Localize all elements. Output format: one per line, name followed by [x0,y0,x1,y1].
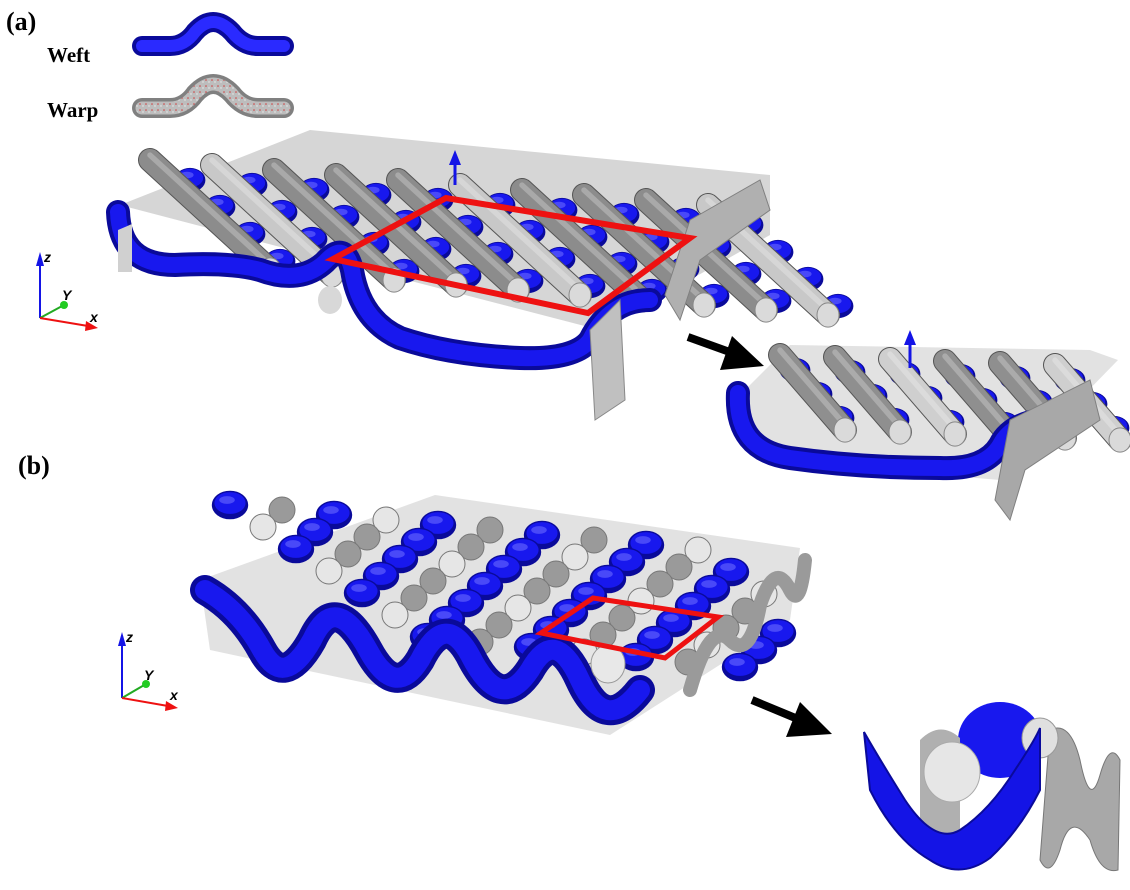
weft-crossover [211,490,249,520]
warp-crossover [419,567,447,595]
warp-crossover [249,513,277,541]
unit-cell-highlight-a [324,194,698,317]
warp-crossover [684,536,712,564]
panel-b-unit-cell [863,702,1121,872]
warp-crossover [438,550,466,578]
warp-tow [878,347,967,447]
warp-crossover [381,601,409,629]
warp-crossover [334,540,362,568]
axis-y-label-a: Y [62,287,73,303]
axis-y-label-b: Y [144,667,155,683]
warp-crossover [485,611,513,639]
axes-triad-a: z Y x [36,249,99,331]
warp-crossover [608,604,636,632]
weft-crossover [343,578,381,608]
panel-b-fabric [190,490,812,735]
unit-cell-highlight-b [534,595,725,661]
arrow-a-to-cell [686,333,764,370]
warp-crossover [400,584,428,612]
warp-crossover [561,543,589,571]
axis-z-label-b: z [125,629,133,645]
warp-crossover [268,496,296,524]
legend-weft-label: Weft [47,43,90,67]
warp-tow [823,345,912,445]
axis-x-label-a: x [89,309,99,325]
warp-crossover [665,553,693,581]
weft-crossover [721,652,759,682]
warp-crossover [315,557,343,585]
warp-crossover [353,523,381,551]
weft-crossover [277,534,315,564]
warp-crossover [476,516,504,544]
axis-x-label-b: x [169,687,179,703]
legend: Weft Warp [47,12,294,122]
axis-z-label-a: z [43,249,51,265]
weft-crossover [712,557,750,587]
warp-crossover [580,526,608,554]
panel-a-fabric [106,130,854,421]
axes-triad-b: z Y x [118,629,179,711]
warp-tow [200,153,344,288]
warp-crossover [646,570,674,598]
warp-tow [768,343,857,443]
warp-crossover [542,560,570,588]
panel-b-label: (b) [18,451,50,480]
legend-warp-label: Warp [47,98,98,122]
panel-a-unit-cell [725,330,1130,522]
weft-crossover [420,236,452,262]
warp-crossover [504,594,532,622]
warp-crossover [523,577,551,605]
warp-crossover [457,533,485,561]
warp-crossover [372,506,400,534]
panel-a-label: (a) [6,7,36,36]
arrow-b-to-cell [750,696,832,737]
